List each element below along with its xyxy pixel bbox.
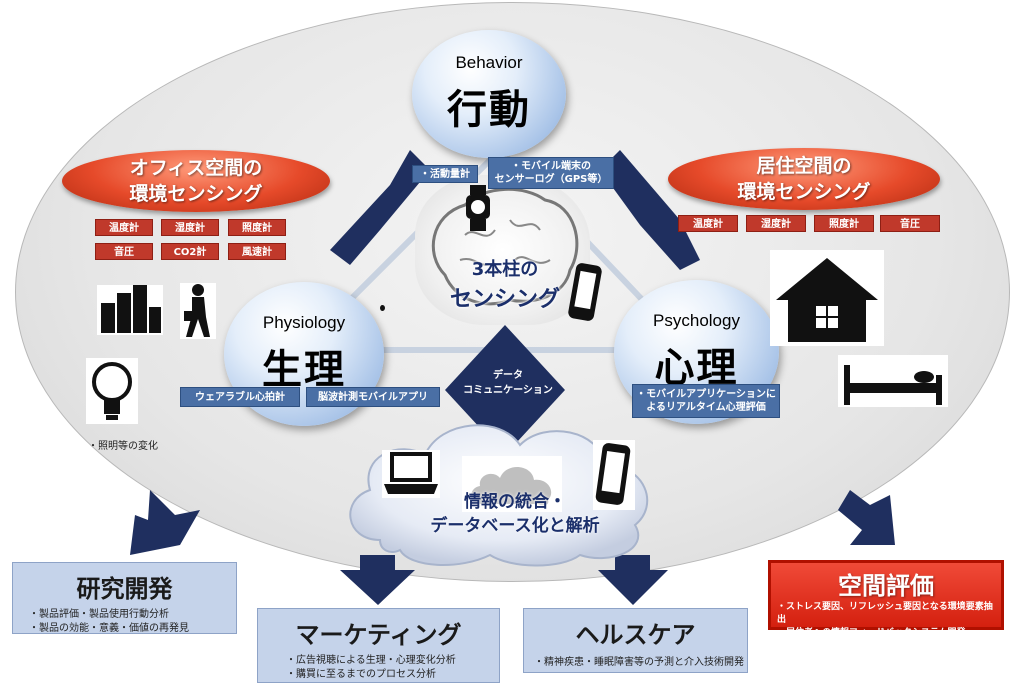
brain-icon	[431, 187, 579, 306]
space-title: 空間評価	[838, 572, 934, 600]
home-sensor-3: 照度計	[814, 215, 874, 232]
space-evaluation-box: 空間評価 ・ストレス要因、リフレッシュ要因となる環境要素抽出 ・居住者への情報フ…	[768, 560, 1004, 638]
brain-image	[415, 175, 590, 325]
home-sensor-2: 湿度計	[746, 215, 806, 232]
physiology-ja: 生理	[262, 347, 346, 393]
healthcare-item-1: ・精神疾患・睡眠障害等の予測と介入技術開発	[534, 657, 744, 668]
marketing-item-1: ・広告視聴による生理・心理変化分析	[286, 655, 456, 666]
home-sensing-pill: 居住空間の 環境センシング	[668, 148, 940, 210]
home-sensor-4: 音圧	[880, 215, 940, 232]
office-buildings-icon	[97, 285, 163, 335]
tag-eeg-mobile-app: 脳波計測モバイルアプリ	[306, 387, 440, 407]
arrow-space	[838, 490, 895, 545]
cloud-label: 情報の統合・ データベース化と解析	[395, 490, 635, 538]
center-line2: センシング	[449, 287, 560, 312]
data-comm-line2: コミュニケーション	[463, 385, 553, 396]
cloud-line1: 情報の統合・	[464, 492, 566, 512]
office-sensor-3: 照度計	[228, 219, 286, 236]
arrow-marketing	[340, 555, 415, 605]
arrow-healthcare	[598, 555, 668, 605]
laptop-icon	[382, 450, 440, 498]
bed-icon	[838, 355, 948, 407]
research-item-2: ・製品の効能・意義・価値の再発見	[29, 623, 189, 634]
research-title: 研究開発	[76, 575, 173, 603]
tag-wearable-heart-rate: ウェアラブル心拍計	[180, 387, 300, 407]
behavior-sphere: Behavior 行動	[412, 30, 566, 158]
cloud-smartphone-icon	[593, 440, 635, 510]
healthcare-box: ヘルスケア ・精神疾患・睡眠障害等の予測と介入技術開発	[523, 608, 748, 673]
home-sensor-1: 温度計	[678, 215, 738, 232]
center-label: 3本柱の センシング	[430, 255, 580, 313]
tag-psych-line1: ・モバイルアプリケーションに	[636, 389, 776, 400]
arrow-behavior-psychology	[600, 150, 700, 270]
research-item-1: ・製品評価・製品使用行動分析	[29, 609, 169, 620]
tag-mobile-line1: ・モバイル端末の	[511, 161, 591, 172]
tag-mobile-sensor-log: ・モバイル端末の センサーログ（GPS等）	[488, 157, 614, 189]
physiology-en: Physiology	[262, 313, 346, 332]
tag-realtime-psych-eval: ・モバイルアプリケーションに よるリアルタイム心理評価	[632, 384, 780, 418]
smartphone-icon	[568, 263, 602, 321]
cloud-icon	[462, 456, 562, 512]
marketing-title: マーケティング	[295, 621, 462, 649]
office-sensor-2: 湿度計	[161, 219, 219, 236]
light-bulb-icon	[86, 358, 138, 424]
office-sensor-4: 音圧	[95, 243, 153, 260]
office-sensor-1: 温度計	[95, 219, 153, 236]
arrow-research	[130, 490, 200, 555]
office-line2: 環境センシング	[129, 183, 263, 205]
office-sensor-5: CO2計	[161, 243, 219, 260]
data-communication-label: データ コミュニケーション	[458, 368, 558, 398]
space-item-1: ・ストレス要因、リフレッシュ要因となる環境要素抽出	[777, 602, 993, 625]
arrow-physiology-behavior	[330, 150, 430, 265]
space-item-2: ・居住者への情報フィードバックシステム開発	[777, 628, 966, 638]
behavior-en: Behavior	[455, 53, 523, 72]
marketing-box: マーケティング ・広告視聴による生理・心理変化分析 ・購買に至るまでのプロセス分…	[257, 608, 500, 683]
marketing-item-2: ・購買に至るまでのプロセス分析	[286, 669, 436, 680]
house-icon	[770, 250, 884, 346]
data-comm-line1: データ	[493, 370, 523, 381]
tag-activity-meter: ・活動量計	[412, 165, 478, 183]
office-line1: オフィス空間の	[129, 157, 263, 179]
psychology-en: Psychology	[653, 311, 740, 330]
watch-icon	[466, 185, 490, 231]
small-dot	[380, 305, 385, 311]
tag-psych-line2: よるリアルタイム心理評価	[646, 402, 766, 413]
tag-mobile-line2: センサーログ（GPS等）	[494, 174, 608, 185]
behavior-ja: 行動	[447, 87, 531, 133]
research-box: 研究開発 ・製品評価・製品使用行動分析 ・製品の効能・意義・価値の再発見	[12, 562, 237, 634]
cloud-line2: データベース化と解析	[430, 516, 600, 536]
office-sensing-pill: オフィス空間の 環境センシング	[62, 150, 330, 212]
psychology-ja: 心理	[654, 345, 739, 391]
home-line2: 環境センシング	[737, 181, 871, 203]
home-line1: 居住空間の	[756, 155, 852, 177]
office-sensor-6: 風速計	[228, 243, 286, 260]
center-line1: 3本柱の	[471, 259, 539, 280]
businessman-walking-icon	[180, 283, 216, 339]
lighting-change-note: ・照明等の変化	[88, 441, 158, 452]
data-communication-arrow	[445, 325, 565, 455]
healthcare-title: ヘルスケア	[575, 621, 696, 649]
